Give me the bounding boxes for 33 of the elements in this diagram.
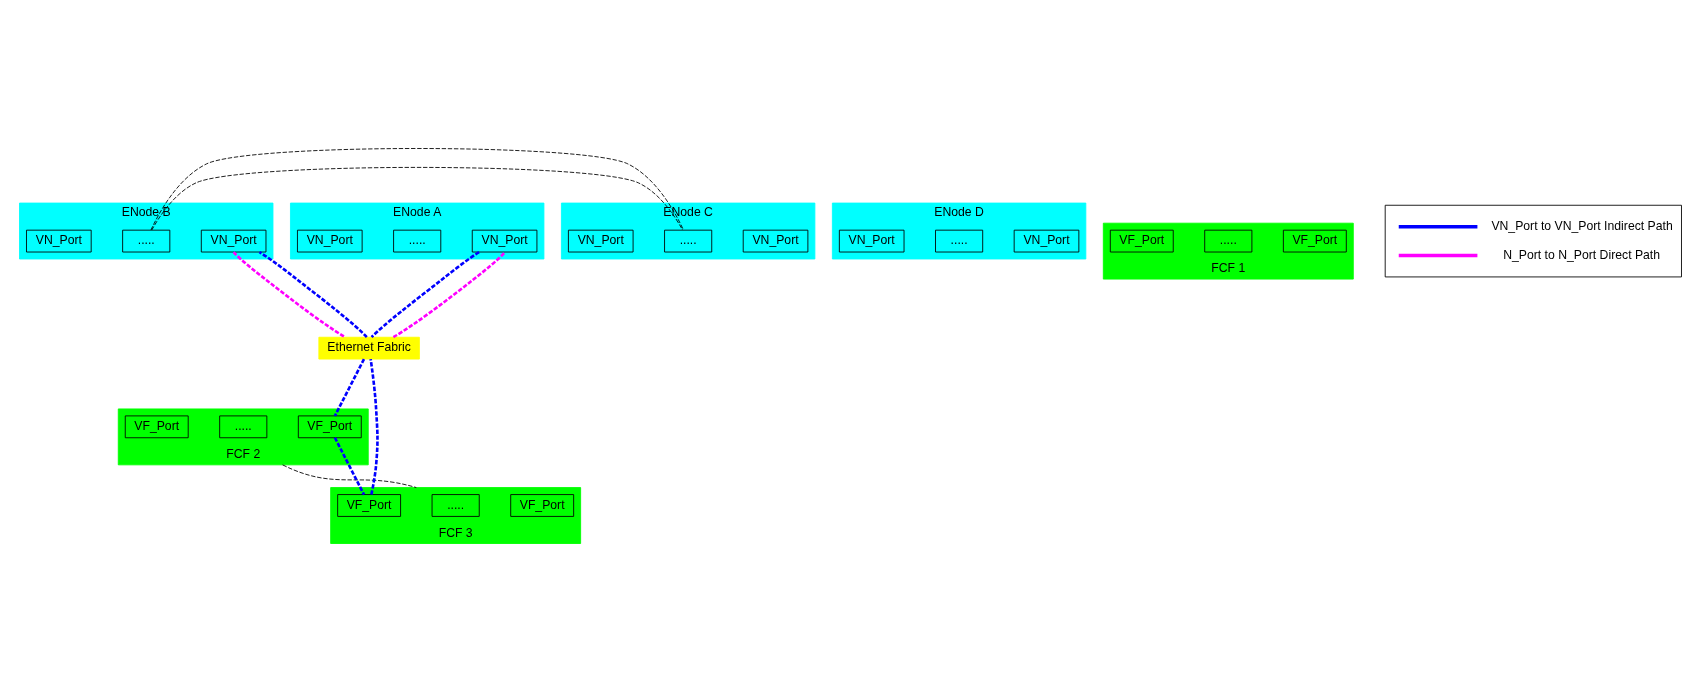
node-box: VF_Port	[1282, 229, 1347, 253]
connector	[369, 359, 379, 495]
connector	[370, 251, 480, 339]
node-box: .....	[122, 229, 171, 253]
node-box: .....	[219, 415, 268, 439]
node-box: VN_Port	[742, 229, 809, 253]
node-box: VN_Port	[200, 229, 267, 253]
connector	[282, 464, 417, 488]
node-box: .....	[393, 229, 442, 253]
node-box: VN_Port	[838, 229, 905, 253]
node-box: VN_Port	[471, 229, 538, 253]
connector	[258, 251, 368, 339]
node-box: .....	[1204, 229, 1253, 253]
node-box: Ethernet Fabric	[318, 336, 420, 360]
legend-label: VN_Port to VN_Port Indirect Path	[1491, 218, 1673, 233]
node-box: VF_Port	[510, 494, 575, 517]
connector	[333, 358, 366, 417]
node-box: VF_Port	[124, 415, 189, 439]
node-box: VN_Port	[26, 229, 92, 253]
legend-label: N_Port to N_Port Direct Path	[1503, 247, 1661, 262]
node-box: VN_Port	[297, 229, 363, 253]
connector	[392, 251, 506, 339]
node-box: VF_Port	[297, 415, 362, 439]
node-box: .....	[935, 229, 984, 253]
node-box: .....	[431, 494, 480, 517]
node-box: VN_Port	[567, 229, 634, 253]
connector	[150, 148, 684, 231]
node-box: VF_Port	[1109, 229, 1174, 253]
node-box: .....	[664, 229, 713, 253]
connector	[333, 437, 366, 496]
node-box: VF_Port	[337, 494, 402, 517]
node-box: VN_Port	[1013, 229, 1080, 253]
connector	[232, 251, 346, 339]
